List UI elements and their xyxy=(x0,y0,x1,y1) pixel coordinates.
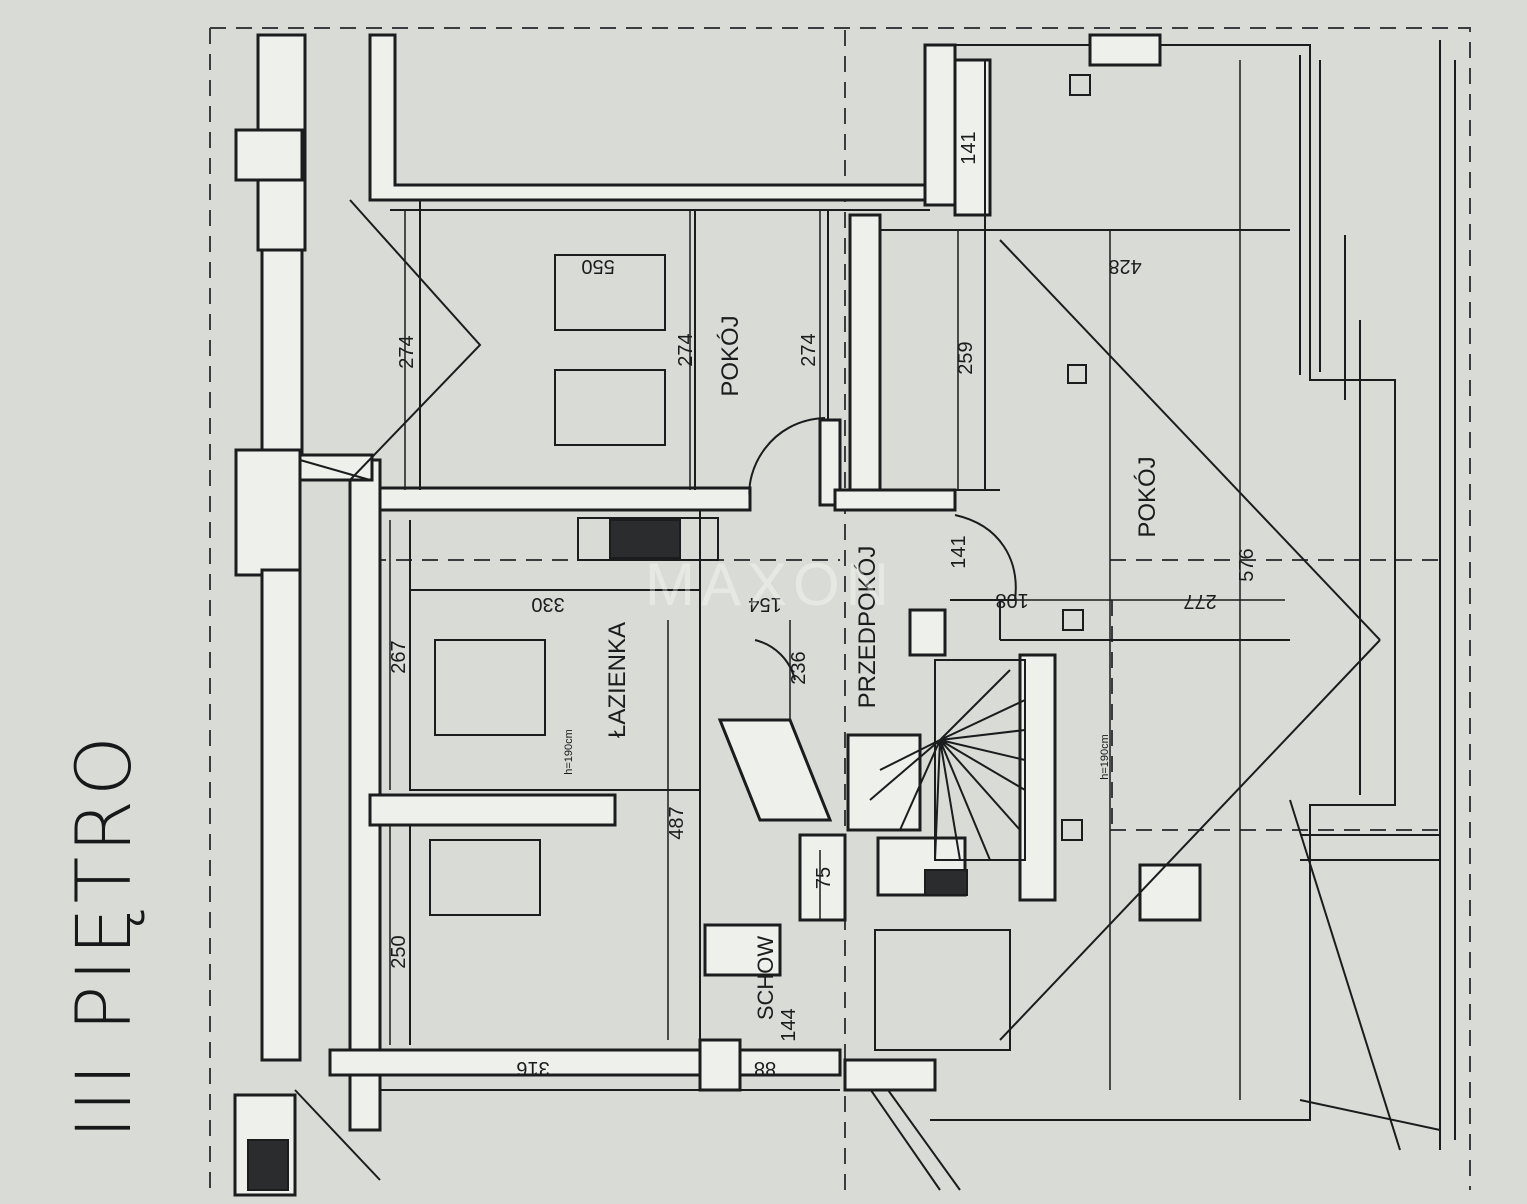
dimension-236: 236 xyxy=(788,651,810,684)
dimension-316: 316 xyxy=(516,1057,549,1079)
roof-slope xyxy=(294,459,381,1181)
dimension-141a: 141 xyxy=(958,131,980,164)
height-note-bath: h=190cm xyxy=(563,729,575,775)
roof-slope xyxy=(349,199,482,481)
wall-bath-corner xyxy=(717,718,833,822)
roof-slope xyxy=(999,239,1381,1041)
room-label-pokoj-large: POKÓJ xyxy=(1134,456,1161,537)
dimension-108: 108 xyxy=(995,589,1028,611)
dimension-274c: 274 xyxy=(798,333,820,366)
watermark: MAXON xyxy=(645,551,895,618)
door-swing xyxy=(748,417,826,501)
dimension-75: 75 xyxy=(813,867,835,889)
roof-line xyxy=(849,799,1441,1191)
dimension-277: 277 xyxy=(1183,590,1216,612)
wall-corridor xyxy=(833,488,957,512)
dimension-274b: 274 xyxy=(675,333,697,366)
room-label-przedpokoj: PRZEDPOKÓJ xyxy=(854,546,881,709)
toilet xyxy=(429,839,541,916)
dimension-line xyxy=(404,210,959,490)
wall-vertical-right xyxy=(848,213,882,492)
dimension-250: 250 xyxy=(388,935,410,968)
dimension-line xyxy=(389,520,669,1045)
dimension-550: 550 xyxy=(581,255,614,277)
page-title: III PIĘTRO xyxy=(28,715,178,1155)
dimension-line xyxy=(1109,60,1241,1100)
vent-square xyxy=(1069,74,1091,96)
staircase-steps xyxy=(869,669,1026,861)
wall-bottom-right xyxy=(843,1058,937,1092)
chimney-grate xyxy=(247,1139,289,1191)
wall-left-outer xyxy=(234,448,302,577)
wall-left-outer xyxy=(260,568,302,1062)
dimension-259: 259 xyxy=(955,341,977,374)
room-boundary xyxy=(874,929,1011,1051)
dimension-274a: 274 xyxy=(396,335,418,368)
grate xyxy=(924,869,968,896)
room-boundary xyxy=(419,200,829,490)
dimension-576: 576 xyxy=(1236,548,1258,581)
staircase-outline xyxy=(934,659,1026,861)
roof-line xyxy=(1300,834,1440,861)
dimension-144: 144 xyxy=(778,1008,800,1041)
vent-square xyxy=(1062,609,1084,631)
dimension-428: 428 xyxy=(1108,255,1141,277)
dimension-267: 267 xyxy=(388,640,410,673)
vent-square xyxy=(1061,819,1083,841)
room-boundary xyxy=(409,520,700,791)
height-note-room: h=190cm xyxy=(1099,734,1111,780)
dimension-330: 330 xyxy=(531,593,564,615)
room-boundary xyxy=(880,60,1290,491)
wall-right-pier xyxy=(1138,863,1202,922)
wall-stair xyxy=(846,733,922,832)
dimension-487: 487 xyxy=(666,806,688,839)
floor-title: III PIĘTRO xyxy=(58,731,148,1139)
wall-storage xyxy=(798,833,847,922)
dimension-141b: 141 xyxy=(948,535,970,568)
roof-line xyxy=(1299,40,1456,1150)
room-label-lazienka: ŁAZIENKA xyxy=(604,622,631,738)
dimension-line xyxy=(789,620,821,920)
dimension-88: 88 xyxy=(754,1057,776,1079)
wall-storage-2 xyxy=(703,923,782,977)
wall-horizontal-bath xyxy=(368,793,617,827)
door-swing xyxy=(950,514,1017,601)
dimension-154: 154 xyxy=(748,593,781,615)
room-boundary xyxy=(409,510,701,1045)
dashed-guide xyxy=(1110,559,1440,831)
bed-outline xyxy=(554,369,666,446)
wall-left-chimney xyxy=(234,128,304,182)
kitchen-stripe xyxy=(609,519,681,559)
wall-stair-right xyxy=(1018,653,1057,902)
bathtub xyxy=(434,639,546,736)
vent-square xyxy=(1067,364,1087,384)
room-boundary xyxy=(999,600,1290,641)
roof-line xyxy=(930,44,1396,1121)
wall-inner-long xyxy=(298,453,374,482)
room-label-pokoj-upper: POKÓJ xyxy=(717,315,744,396)
wall-entry xyxy=(908,608,947,657)
bed-outline xyxy=(554,254,666,331)
wall-bottom-2 xyxy=(698,1038,742,1092)
stove xyxy=(577,517,719,561)
wall-horizontal-mid xyxy=(378,486,752,512)
room-label-schowek: SCHOW xyxy=(753,936,778,1021)
dashed-frame xyxy=(209,27,1471,1190)
wall-right-vertical xyxy=(953,58,992,217)
door-swing xyxy=(754,639,796,681)
wall-left-strip xyxy=(260,248,304,462)
wall-chimney-top xyxy=(1088,33,1162,67)
